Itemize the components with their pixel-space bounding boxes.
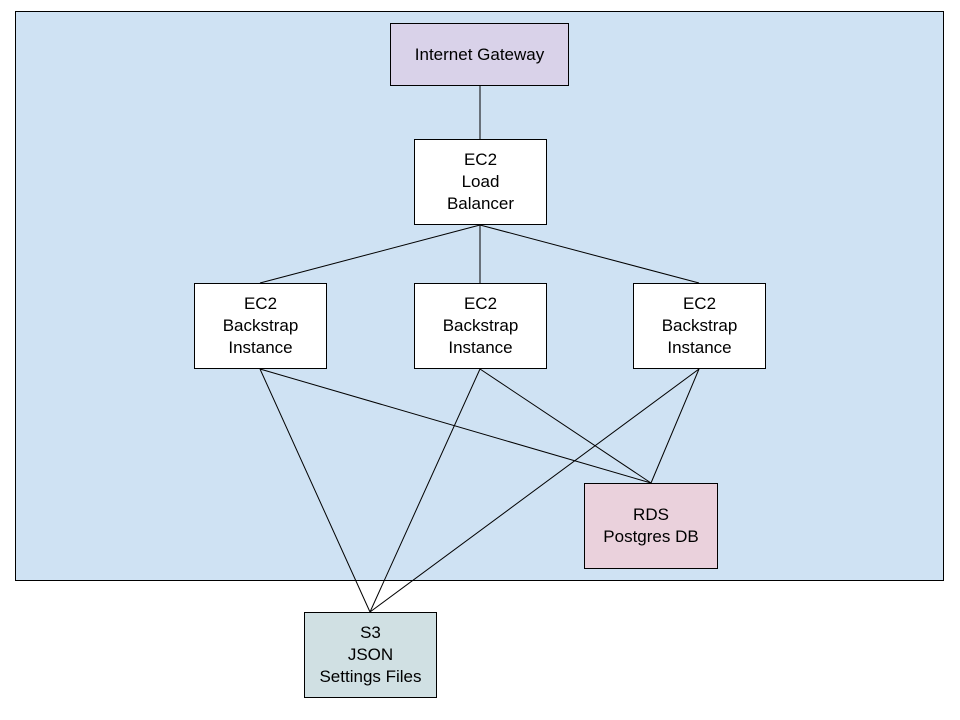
database-label-line-1: RDS [633, 505, 669, 524]
instance-3-label-line-1: EC2 [682, 294, 717, 313]
edge-instance-2-to-storage [369, 368, 481, 613]
backstrap-instance-node-3: EC2 Backstrap Instance [633, 283, 766, 369]
storage-label-line-2: JSON [347, 645, 394, 664]
edge-instance-3-to-database [650, 368, 700, 484]
edge-load-balancer-to-instance-1 [259, 224, 481, 284]
load-balancer-label-line-1: EC2 [463, 150, 498, 169]
internet-gateway-label: Internet Gateway [414, 44, 545, 64]
edge-instance-1-to-storage [259, 368, 371, 613]
database-label-line-2: Postgres DB [603, 527, 699, 546]
rds-database-node: RDS Postgres DB [584, 483, 718, 569]
s3-storage-node: S3 JSON Settings Files [304, 612, 437, 698]
load-balancer-label-line-2: Load [461, 172, 500, 191]
edge-instance-1-to-database [259, 368, 652, 484]
backstrap-instance-node-2: EC2 Backstrap Instance [414, 283, 547, 369]
instance-1-label-line-3: Instance [228, 338, 293, 357]
storage-label-line-3: Settings Files [319, 667, 422, 686]
instance-3-label-line-2: Backstrap [661, 316, 738, 335]
instance-2-label-line-3: Instance [448, 338, 513, 357]
instance-2-label-line-2: Backstrap [442, 316, 519, 335]
edge-instance-2-to-database [479, 368, 652, 484]
instance-1-label-line-1: EC2 [243, 294, 278, 313]
load-balancer-node: EC2 Load Balancer [414, 139, 547, 225]
internet-gateway-node: Internet Gateway [390, 23, 569, 86]
load-balancer-label-line-3: Balancer [446, 194, 515, 213]
edge-instance-3-to-storage [369, 368, 700, 613]
instance-2-label-line-1: EC2 [463, 294, 498, 313]
backstrap-instance-node-1: EC2 Backstrap Instance [194, 283, 327, 369]
edge-load-balancer-to-instance-3 [479, 224, 700, 284]
instance-1-label-line-2: Backstrap [222, 316, 299, 335]
instance-3-label-line-3: Instance [667, 338, 732, 357]
storage-label-line-1: S3 [360, 623, 381, 642]
